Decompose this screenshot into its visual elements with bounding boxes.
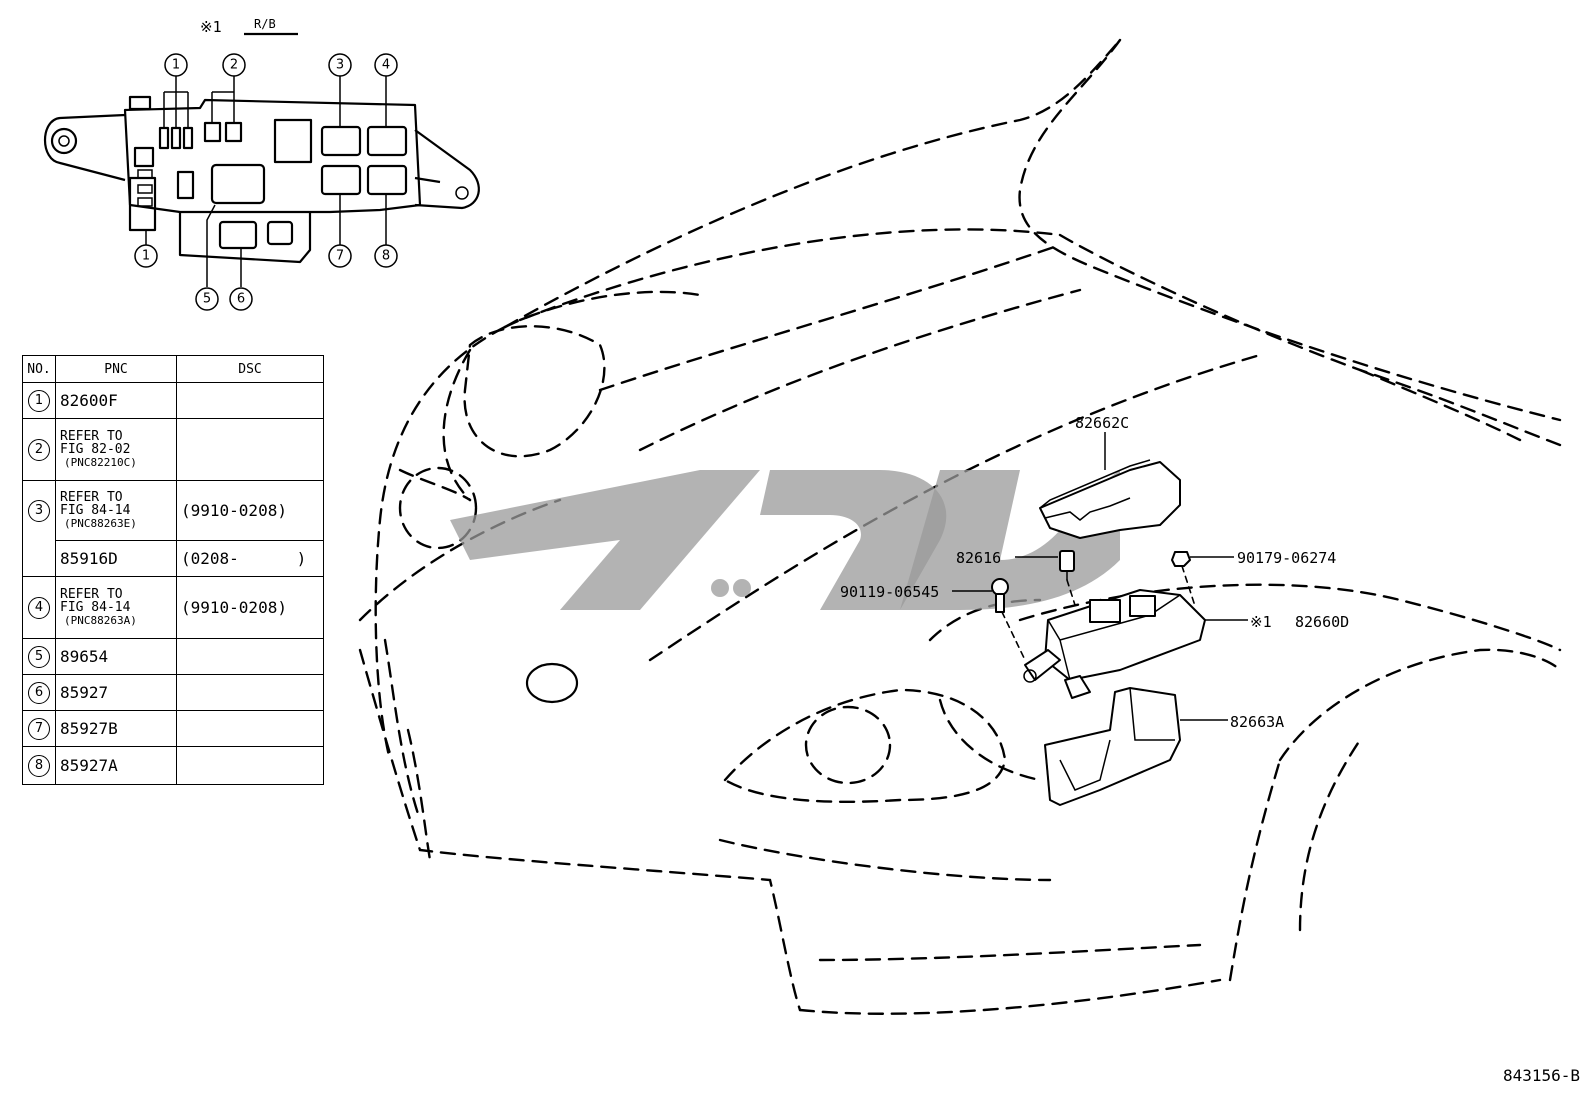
pnc-value: 85927 [60,683,109,702]
cell-no: 6 [22,674,56,711]
cell-pnc: 85927B [55,710,177,747]
cell-no [22,540,56,577]
cell-no: 4 [22,576,56,639]
pnc-line: REFER TO [60,587,123,602]
inset-ref-mark: ※1 [200,18,222,36]
bolt-part [991,578,1009,596]
lower-bracket [1044,687,1181,806]
pnc-line: FIG 84-14 [60,503,131,518]
fuse-part [1059,550,1075,572]
table-row: 5 89654 [22,638,324,675]
header-pnc: PNC [55,355,177,383]
inset-callout-2: 2 [230,58,238,73]
cell-dsc [176,710,324,747]
relay-block-assembly [991,459,1206,806]
pnc-line: REFER TO [60,429,123,444]
label-cover: 82662C [1075,414,1129,432]
inset-callout-5: 5 [203,292,211,307]
cell-no: 8 [22,746,56,785]
label-bracket: 82663A [1230,713,1284,731]
relay-block-cover [1039,461,1181,539]
table-row: 85916D (0208- ) [22,540,324,577]
cell-pnc: 85927A [55,746,177,785]
cell-pnc: 82600F [55,382,177,419]
label-nut: 90179-06274 [1237,549,1336,567]
pnc-line: (PNC88263E) [64,517,137,530]
row-number-circle: 8 [28,755,50,777]
row-number-circle: 2 [28,439,50,461]
row-number-circle: 6 [28,682,50,704]
table-header-row: NO. PNC DSC [22,355,324,383]
cell-no: 5 [22,638,56,675]
cell-dsc: (9910-0208) [176,576,324,639]
inset-callout-8: 8 [382,249,390,264]
figure-code: 843156-B [1502,1066,1580,1085]
cell-pnc: 85927 [55,674,177,711]
cell-pnc: 89654 [55,638,177,675]
cell-no: 7 [22,710,56,747]
cell-no: 2 [22,418,56,481]
label-bolt: 90119-06545 [840,583,939,601]
label-fuse: 82616 [956,549,1001,567]
pnc-value: 85927A [60,756,118,775]
cell-dsc [176,382,324,419]
cell-dsc [176,746,324,785]
table-row: 6 85927 [22,674,324,711]
inset-callout-1-top: 1 [172,58,180,73]
cell-dsc [176,638,324,675]
inset-relay-block: ※1 R/B [44,17,480,311]
pnc-line: FIG 82-02 [60,442,131,457]
relay-block-body [1044,589,1206,681]
inset-callout-7: 7 [336,249,344,264]
pnc-value: 82600F [60,391,118,410]
inset-callout-1-bottom: 1 [142,249,150,264]
table-row: 1 82600F [22,382,324,419]
pnc-line: REFER TO [60,490,123,505]
cell-no: 1 [22,382,56,419]
table-row: 7 85927B [22,710,324,747]
label-relay-block: 82660D [1295,613,1349,631]
inset-callout-6: 6 [237,292,245,307]
pnc-value: 85927B [60,719,118,738]
cell-dsc [176,418,324,481]
row-number-circle: 1 [28,390,50,412]
row-number-circle: 3 [28,500,50,523]
cell-dsc [176,674,324,711]
watermark-logo [450,470,1120,610]
header-no: NO. [22,355,56,383]
pnc-line: (PNC82210C) [64,456,137,469]
row-number-circle: 7 [28,718,50,740]
part-labels: 82662C 82616 90119-06545 90179-06274 ※1 … [840,414,1349,731]
pnc-line: (PNC88263A) [64,614,137,627]
inset-callout-4: 4 [382,58,390,73]
label-relay-mark: ※1 [1250,613,1272,631]
table-row: 8 85927A [22,746,324,785]
nut-part [1171,551,1191,567]
cell-no: 3 [22,480,56,541]
pnc-value: 85916D [60,549,118,568]
inset-callout-3: 3 [336,58,344,73]
cell-dsc: (0208- ) [176,540,324,577]
pnc-value: 89654 [60,647,109,666]
row-number-circle: 4 [28,597,50,619]
cell-pnc: 85916D [55,540,177,577]
row-number-circle: 5 [28,646,50,668]
header-dsc: DSC [176,355,324,383]
inset-ref-code: R/B [254,17,276,31]
pnc-line: FIG 84-14 [60,600,131,615]
cell-dsc: (9910-0208) [176,480,324,541]
